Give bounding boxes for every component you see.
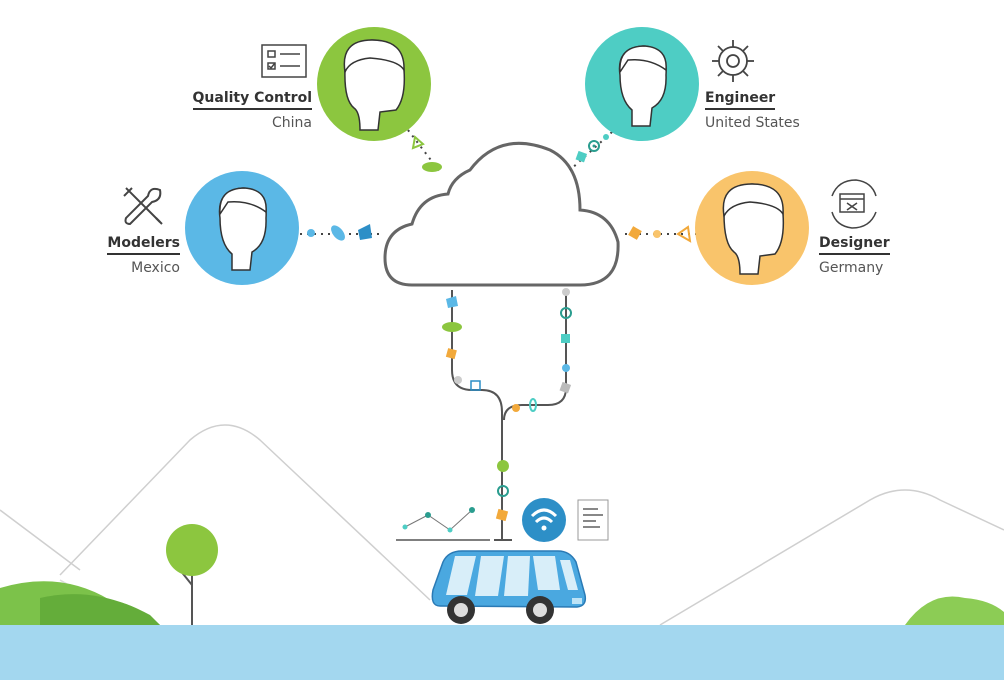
role-title: Quality Control <box>192 89 312 110</box>
gear-icon <box>712 40 754 82</box>
data-packets-left <box>307 134 692 243</box>
bus <box>431 550 587 624</box>
role-designer: Designer Germany <box>819 232 890 277</box>
role-quality-control: Quality Control China <box>192 87 312 132</box>
role-location: China <box>272 115 312 131</box>
avatar-quality-control <box>317 27 431 141</box>
pipe-packets <box>442 288 572 541</box>
ground <box>0 625 1004 680</box>
document-icon <box>577 499 609 541</box>
role-location: Germany <box>819 260 884 276</box>
avatar-modelers <box>185 171 299 285</box>
cloud <box>383 141 620 287</box>
checklist-icon <box>261 44 307 78</box>
line-chart-icon <box>396 507 490 541</box>
role-modelers: Modelers Mexico <box>107 232 180 277</box>
role-title: Engineer <box>705 89 776 110</box>
role-location: Mexico <box>131 260 180 276</box>
role-title: Designer <box>819 234 890 255</box>
wifi-icon <box>522 498 566 542</box>
hills <box>0 581 1004 625</box>
tree <box>166 524 218 625</box>
tools-icon <box>123 187 163 226</box>
avatar-engineer <box>585 27 699 141</box>
role-title: Modelers <box>107 234 180 255</box>
avatar-designer <box>695 171 809 285</box>
role-engineer: Engineer United States <box>705 87 800 132</box>
design-window-icon <box>831 179 877 229</box>
role-location: United States <box>705 115 800 131</box>
